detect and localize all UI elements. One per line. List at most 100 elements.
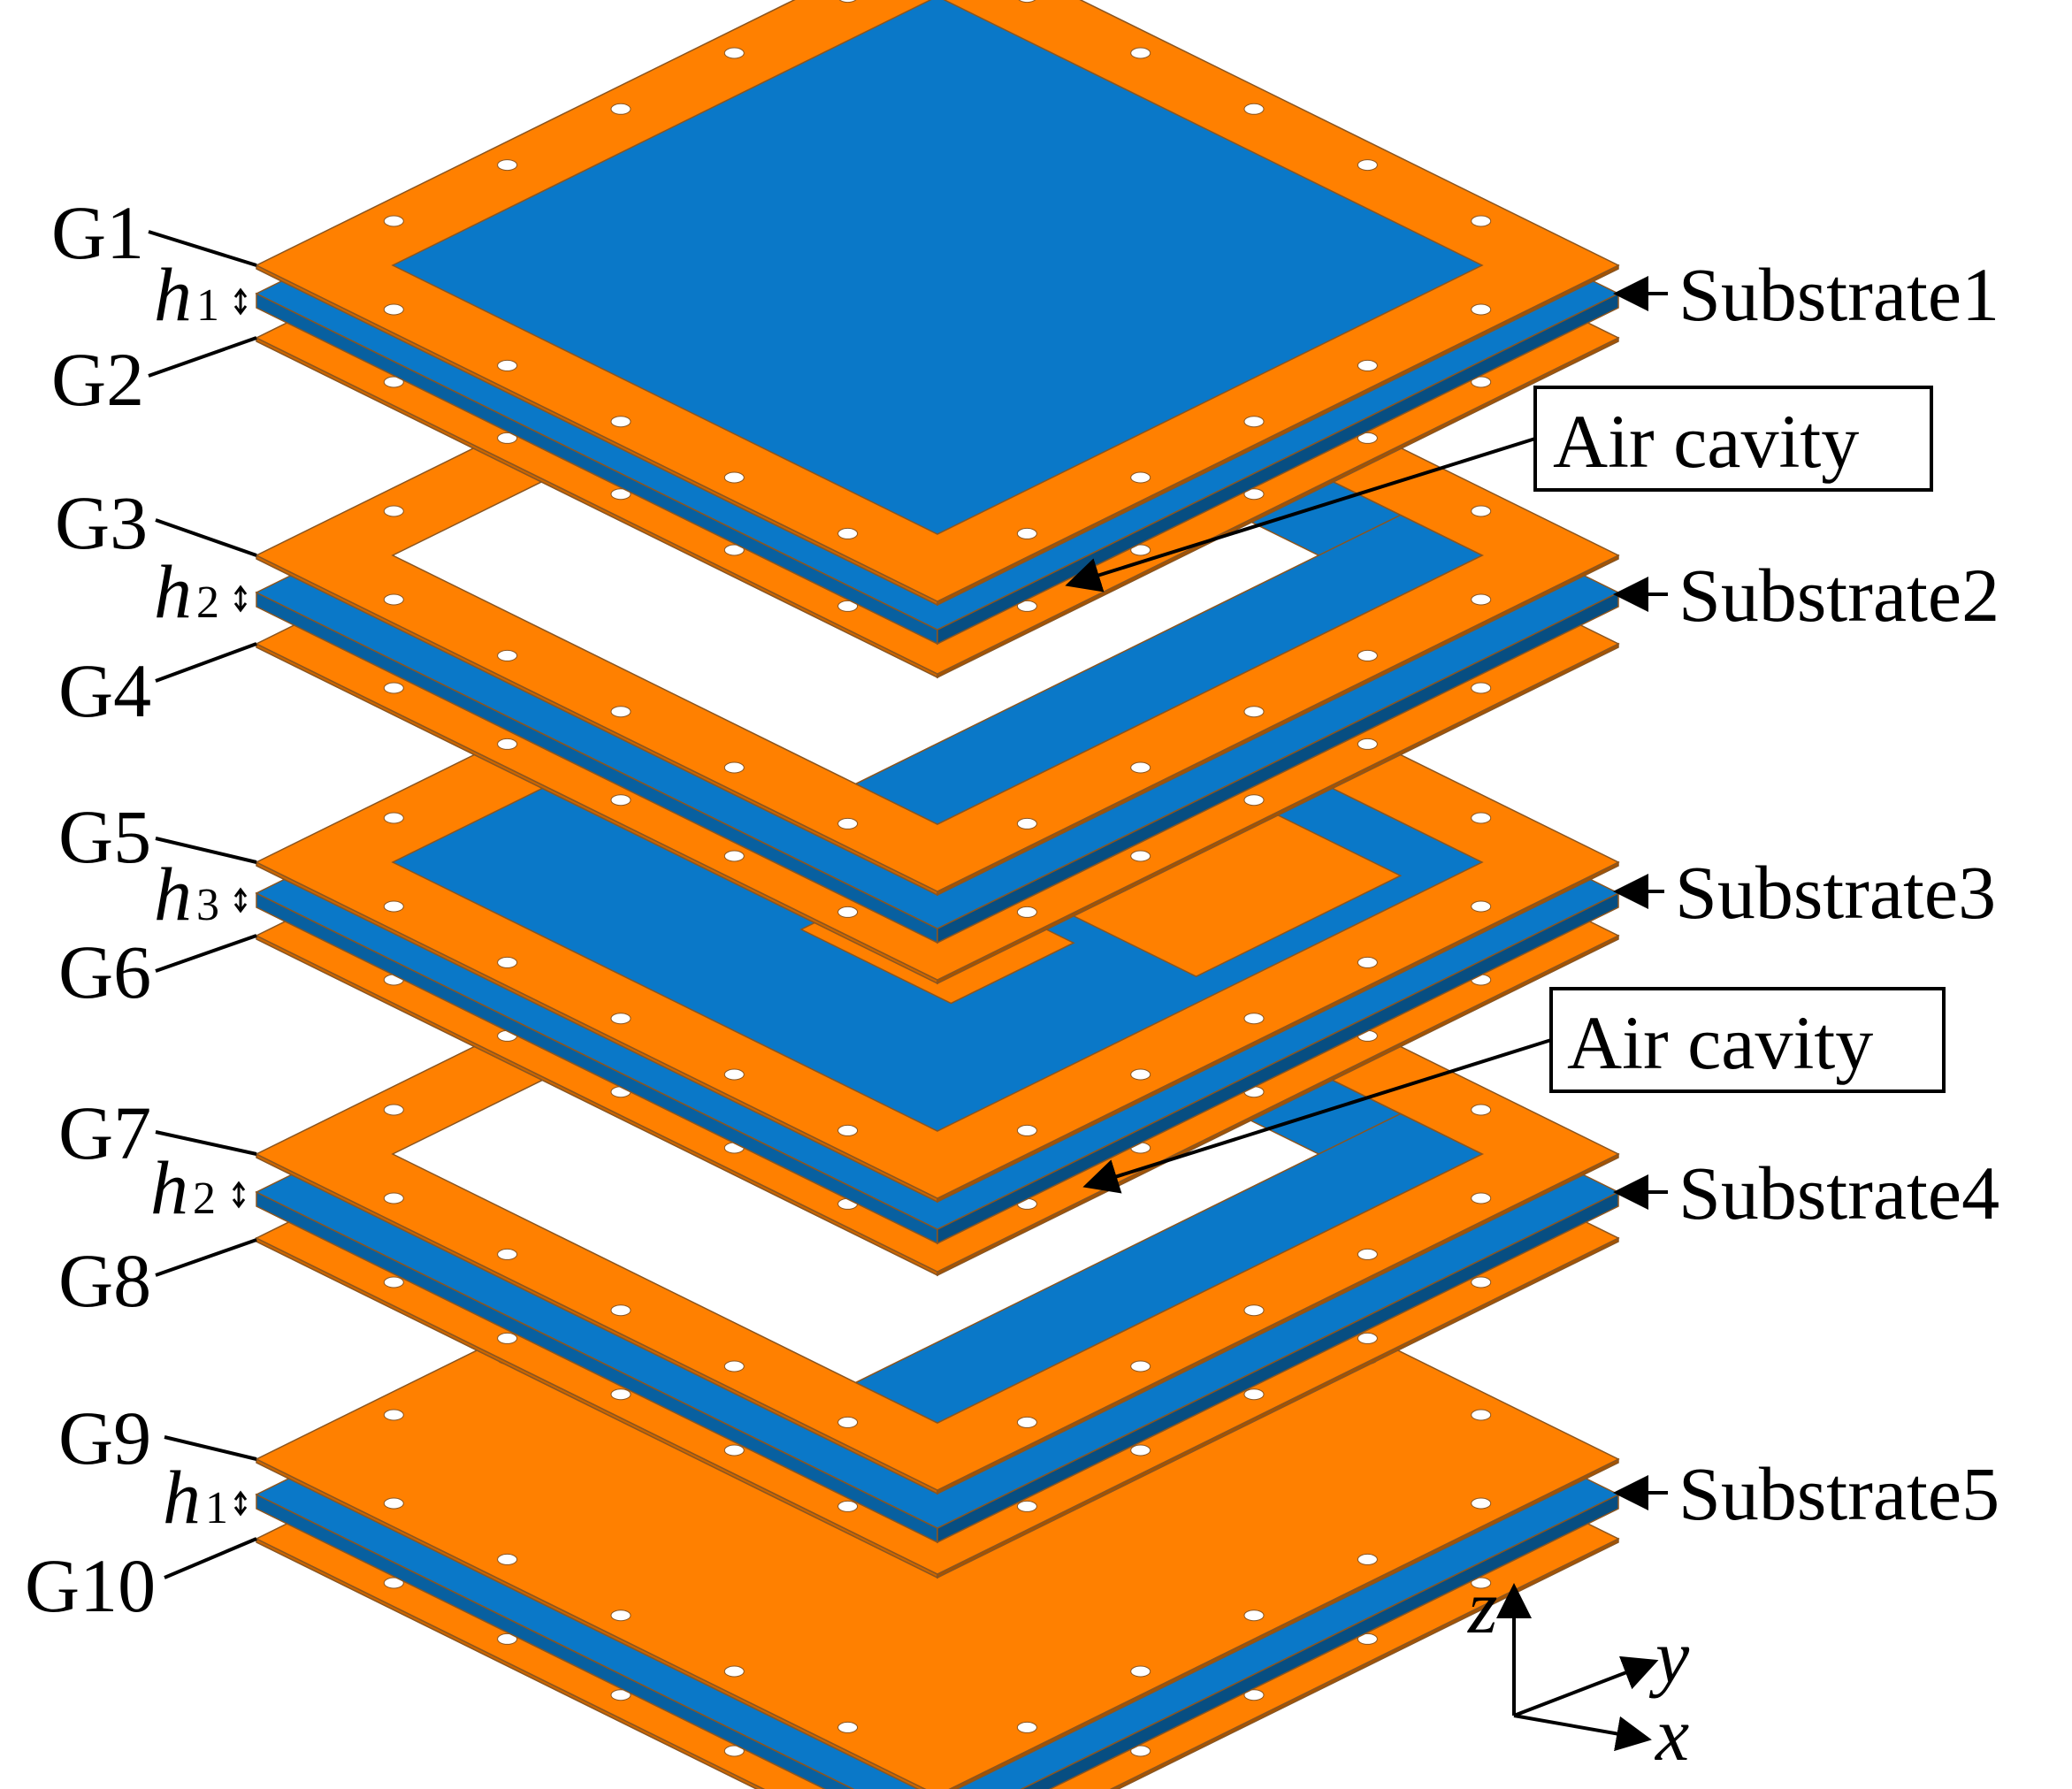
group4-ground-top-via-hole [497, 1248, 518, 1260]
group1-ground-top-via-hole [497, 359, 518, 371]
group5-ground-top-via-hole [1016, 1721, 1037, 1733]
group1-ground-top-via-hole [838, 0, 857, 4]
group2-ground-bottom-via-hole [837, 906, 859, 918]
group4-ground-top-via-hole [1243, 1304, 1265, 1317]
group2-ground-bottom-via-hole [1471, 682, 1492, 694]
label-g1: G1 [51, 190, 144, 275]
axis-y-label: y [1648, 1614, 1690, 1699]
group5-ground-top-via-hole [1243, 1609, 1265, 1622]
group5-ground-bottom-via-hole [610, 1689, 631, 1701]
axis-z-label: z [1467, 1564, 1497, 1649]
label-g5: G5 [58, 794, 151, 879]
group2-ground-bottom-via-hole [383, 682, 404, 694]
label-g10: G10 [25, 1543, 156, 1628]
label-g8: G8 [58, 1238, 151, 1323]
label-h3-main: h [154, 852, 192, 937]
group2-ground-top-via-hole [383, 505, 404, 517]
group1-ground-bottom-via-hole [1016, 600, 1037, 612]
group1-ground-bottom-via-hole [1130, 544, 1151, 556]
group3-ground-top-via-hole [1130, 1068, 1151, 1081]
air-cavity-box-1 [1533, 386, 1933, 492]
group2-ground-bottom-via-hole [723, 850, 745, 862]
group5-ground-bottom-via-hole [1130, 1745, 1151, 1757]
group4-ground-top-via-hole [1130, 1360, 1151, 1372]
group4-cavity-wall-right [853, 1112, 1484, 1424]
group3-ground-top-via-hole [1471, 812, 1492, 824]
group3-ground-top-via-hole [723, 1068, 745, 1081]
group5-ground-top-via-hole [497, 1553, 518, 1565]
group2-ground-top-via-hole [1243, 706, 1265, 718]
air-cavity-arrow-1 [1065, 437, 1536, 593]
label-substrate2: Substrate2 [1678, 553, 1999, 638]
group4-ground-bottom-via-hole [610, 1388, 631, 1401]
group2-ground-top-via-hole [1016, 817, 1037, 830]
group1-ground-bottom-via-hole [1243, 488, 1265, 501]
label-substrate4: Substrate4 [1678, 1151, 1999, 1235]
axis-x-label: x [1654, 1692, 1689, 1777]
group1-ground-top-via-hole [1471, 215, 1492, 227]
group5-ground-bottom-via-hole [723, 1745, 745, 1757]
group3-ground-top-via-hole [837, 1124, 859, 1136]
group1-ground-bottom-via-hole [837, 600, 859, 612]
group1-ground-top-via-hole [837, 527, 859, 539]
group5-ground-top-via-hole [1471, 1497, 1492, 1510]
label-substrate3: Substrate3 [1675, 850, 1996, 935]
group4-ground-top-via-hole [383, 1104, 404, 1116]
group2-ground-top-via-hole [1471, 593, 1492, 606]
group4-ground-top-via-hole [610, 1304, 631, 1317]
group4-ground-top-via-hole [1471, 1192, 1492, 1204]
substrate-leaders [1613, 276, 1668, 1510]
label-g6: G6 [58, 929, 151, 1014]
label-g7: G7 [58, 1090, 151, 1175]
group5-ground-top-via-hole [1471, 1409, 1492, 1421]
group1-ground-top-via-hole [610, 103, 631, 115]
group1-ground-top-via-hole [1130, 47, 1151, 59]
group1-ground-top-via-hole [1243, 416, 1265, 428]
group1-ground-top-via-hole [383, 303, 404, 316]
group4-ground-bottom-via-hole [383, 1276, 404, 1288]
group1-ground-bottom-via-hole [723, 544, 745, 556]
group2-ground-top-via-hole [1130, 761, 1151, 774]
group2-ground-top-via-hole [497, 649, 518, 661]
label-g2: G2 [51, 337, 144, 422]
group3-ground-top-via-hole [383, 812, 404, 824]
group2-ground-bottom-via-hole [497, 738, 518, 750]
group2-ground-top-via-hole [837, 817, 859, 830]
group1-ground-top-via-hole [497, 159, 518, 172]
group1-ground-bottom-via-hole [1357, 432, 1378, 444]
group1-ground-bottom-via-hole [610, 488, 631, 501]
group1-ground-top-via-hole [723, 47, 745, 59]
air-cavity-box-2 [1549, 987, 1946, 1093]
group2-ground-top-via-hole [723, 761, 745, 774]
group2-ground-top-via-hole [1471, 505, 1492, 517]
group4-ground-bottom-via-hole [497, 1332, 518, 1344]
label-h1-sub: 1 [196, 280, 219, 331]
label-g9: G9 [58, 1395, 151, 1480]
label-g4: G4 [58, 648, 151, 733]
thickness-arrows [232, 287, 248, 1517]
label-h1b-main: h [163, 1455, 201, 1540]
group1-ground-top-via-hole [1018, 0, 1036, 4]
group1-ground-top-via-hole [1471, 303, 1492, 316]
group2-ground-top-via-hole [383, 593, 404, 606]
group4-ground-bottom-via-hole [1471, 1276, 1492, 1288]
label-g3: G3 [55, 480, 148, 565]
label-h2b-sub: 2 [193, 1174, 216, 1224]
group4-ground-top-via-hole [723, 1360, 745, 1372]
label-substrate1: Substrate1 [1678, 252, 1999, 337]
label-leaders [148, 230, 257, 1579]
group2-cavity-wall-right [853, 514, 1484, 825]
group2-ground-top-via-hole [1357, 649, 1378, 661]
group2-ground-bottom-via-hole [1130, 850, 1151, 862]
group5-ground-top-via-hole [723, 1665, 745, 1678]
group1-ground-bottom-via-hole [1471, 376, 1492, 388]
label-substrate5: Substrate5 [1678, 1451, 1999, 1536]
group1-ground-top-via-hole [1357, 159, 1378, 172]
group5-ground-bottom-via-hole [383, 1577, 404, 1589]
coordinate-axes [1496, 1583, 1659, 1752]
group1-ground-top-via-hole [383, 215, 404, 227]
group4-ground-bottom-via-hole [1357, 1332, 1378, 1344]
group5-ground-top-via-hole [383, 1409, 404, 1421]
group5-ground-top-via-hole [383, 1497, 404, 1510]
group3-ground-top-via-hole [1471, 900, 1492, 913]
